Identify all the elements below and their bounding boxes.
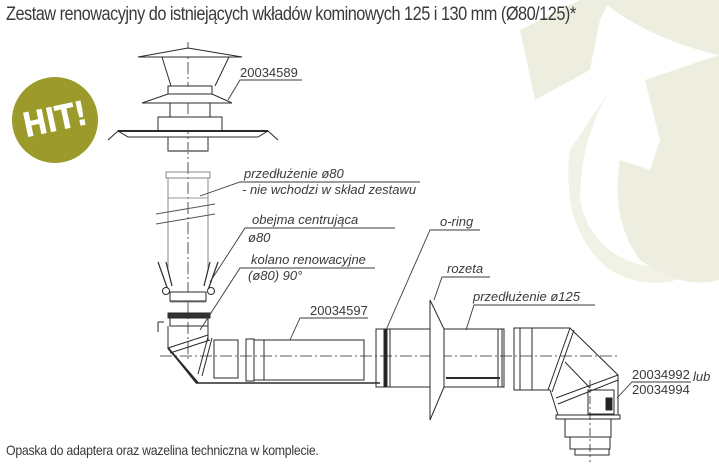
label-elbow-line2: (ø80) 90° <box>248 268 302 283</box>
hit-badge-text: HIT! <box>19 93 91 147</box>
watermark-logo <box>520 0 719 283</box>
label-rosette: rozeta <box>447 261 483 276</box>
label-part-top: 20034589 <box>240 65 298 80</box>
label-or: lub <box>693 369 710 384</box>
label-part-elbow-a: 20034992 <box>632 367 690 382</box>
footer-note: Opaska do adaptera oraz wazelina technic… <box>6 442 319 458</box>
label-part-elbow-b: 20034994 <box>632 382 690 397</box>
hit-badge: HIT! <box>12 77 98 163</box>
label-elbow-line1: kolano renowacyjne <box>251 252 366 267</box>
page-title: Zestaw renowacyjny do istniejących wkład… <box>6 4 576 25</box>
label-part-horizontal: 20034597 <box>310 303 368 318</box>
label-extension125: przedłużenie ø125 <box>472 289 581 304</box>
label-oring: o-ring <box>440 214 474 229</box>
label-extension80-line1: przedłużenie ø80 <box>243 166 344 181</box>
label-extension80-line2: - nie wchodzi w skład zestawu <box>242 182 416 197</box>
label-clamp-line2: ø80 <box>248 230 271 245</box>
label-clamp-line1: obejma centrująca <box>252 212 358 227</box>
